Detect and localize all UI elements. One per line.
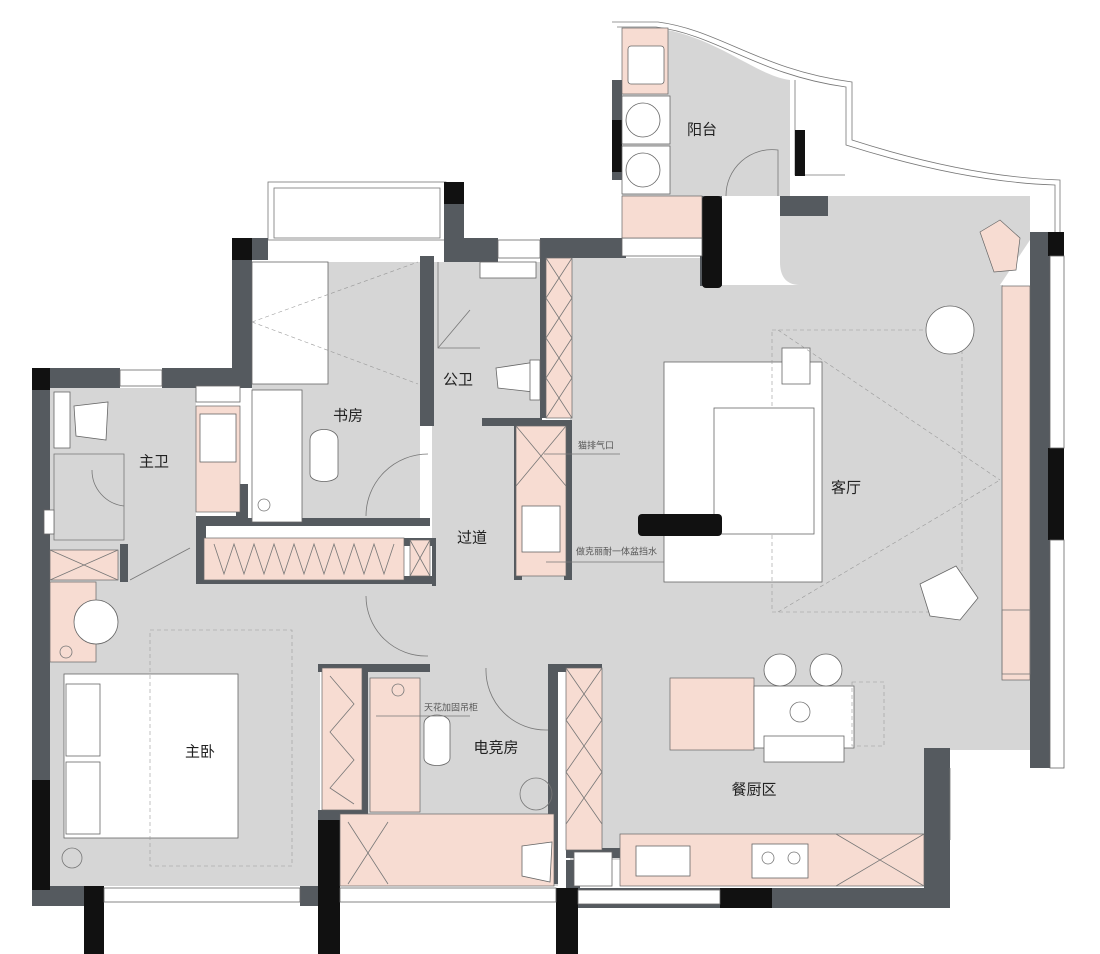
living-room-furniture [638,285,1031,681]
room-label-master-bath: 主卫 [139,453,169,471]
note-leaders [376,453,664,717]
note-counter-basin: 做克丽耐一体盆挡水 [576,546,657,558]
room-label-dining-kitchen: 餐厨区 [731,781,776,799]
room-label-study: 书房 [333,407,363,425]
study-window-railing [267,181,447,241]
note-cat-vent: 猫排气口 [578,440,614,452]
public-bath-fixtures [437,261,541,401]
room-label-master-bedroom: 主卧 [185,743,215,761]
balcony-fixtures [621,27,1021,273]
master-bedroom-furniture [49,581,293,869]
room-label-gaming-room: 电竞房 [473,739,518,757]
master-bath-fixtures [43,385,241,581]
windows [103,237,1065,905]
dining-kitchen-furniture [565,653,951,887]
study-furniture [251,261,429,523]
note-ceiling-cabinet: 天花加固吊柜 [424,702,478,714]
corridor-cabinets [203,257,573,657]
room-label-balcony: 阳台 [687,121,717,139]
gaming-room-furniture [321,667,555,887]
room-label-corridor: 过道 [457,529,487,547]
room-label-living-room: 客厅 [831,479,861,497]
room-label-public-bath: 公卫 [443,371,473,389]
